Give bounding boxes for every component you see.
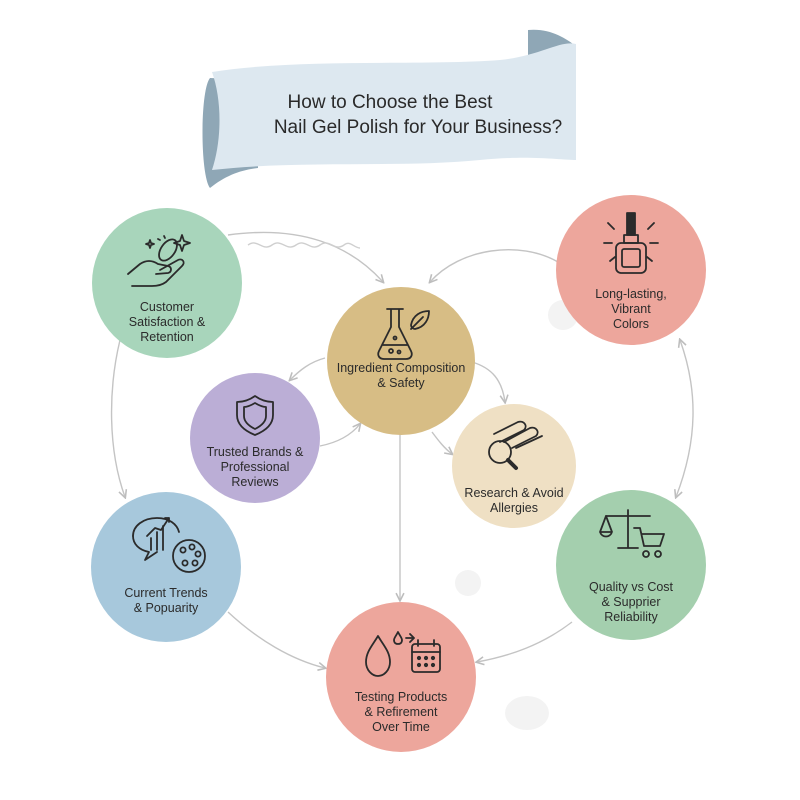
- node-label-line: Over Time: [372, 720, 430, 734]
- arrow-quality-to-testing: [477, 621, 573, 662]
- arrow-longlasting-to-ingredient: [430, 249, 559, 282]
- arrow-longlasting-to-quality: [676, 340, 694, 497]
- node-ingredient-composition: Ingredient Composition& Safety: [327, 287, 475, 435]
- node-label-line: Satisfaction &: [128, 315, 206, 329]
- node-label-line: Professional Reviews: [220, 460, 290, 489]
- node-label-line: & Popuarity: [133, 601, 199, 615]
- title-line-1: How to Choose the Best: [287, 92, 493, 113]
- nail-polish-bottle-icon: [603, 212, 659, 274]
- background-blob: [455, 570, 481, 596]
- node-label-line: Long-lasting,: [595, 287, 667, 301]
- node-label: Current Trends& Popuarity: [99, 586, 233, 616]
- squiggle-decoration: [247, 242, 361, 249]
- arrow-customer-to-ingredient: [227, 231, 383, 282]
- node-label-line: & Refirement: [364, 705, 438, 719]
- scale-cart-icon: [599, 509, 665, 558]
- chart-palette-bubble-icon: [132, 517, 206, 573]
- node-current-trends: Current Trends& Popuarity: [91, 492, 241, 642]
- arrow-trends-to-testing: [227, 611, 325, 668]
- arrow-ingredient-to-trusted: [290, 357, 326, 380]
- arrow-customer-to-trends: [110, 339, 125, 497]
- flask-leaf-icon: [377, 308, 430, 360]
- node-label-line: Reliability: [604, 610, 658, 624]
- magnifier-tubes-icon: [488, 420, 543, 470]
- shield-icon: [236, 395, 274, 436]
- node-label-line: Customer: [139, 300, 195, 314]
- node-label-line: Allergies: [490, 501, 538, 515]
- arrow-ingredient-to-research-2: [431, 431, 452, 454]
- node-label-line: Testing Products: [354, 690, 448, 704]
- node-label-line: Research & Avoid: [464, 486, 564, 500]
- node-label-line: Colors: [612, 317, 650, 331]
- drop-calendar-icon: [365, 631, 441, 677]
- arrow-trusted-to-ingredient: [319, 424, 360, 447]
- node-label-line: Ingredient Composition: [336, 361, 466, 375]
- node-label-line: Trusted Brands &: [206, 445, 304, 459]
- node-label-line: Retention: [140, 330, 194, 344]
- arrow-ingredient-to-research: [471, 361, 505, 402]
- title-ribbon: [202, 29, 576, 188]
- hand-holding-sparkle-icon: [127, 234, 191, 287]
- node-label: Ingredient Composition& Safety: [335, 361, 467, 391]
- node-trusted-brands: Trusted Brands &Professional Reviews: [190, 373, 320, 503]
- background-blob: [505, 696, 549, 730]
- node-label-line: Current Trends: [124, 586, 208, 600]
- node-label-line: Vibrant: [611, 302, 651, 316]
- title-line-2: Nail Gel Polish for Your Business?: [273, 117, 563, 138]
- node-label: Trusted Brands &Professional Reviews: [198, 445, 312, 490]
- node-label-line: Quality vs Cost: [588, 580, 674, 594]
- node-label-line: & Safety: [377, 376, 425, 390]
- node-label-line: & Supprier: [601, 595, 661, 609]
